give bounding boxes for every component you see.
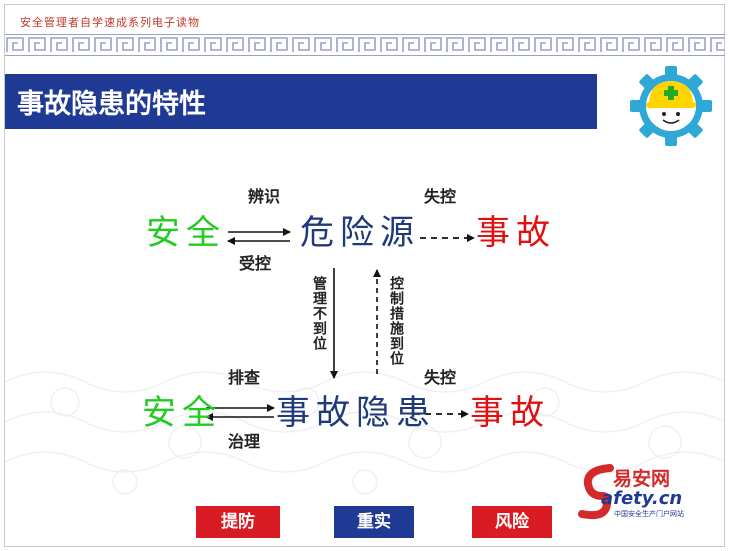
bottom-lose-control-label: 失控 [424, 368, 457, 387]
bottom-safe-label: 安全 [142, 393, 222, 433]
controlled-label: 受控 [239, 254, 272, 273]
bottom-accident-label: 事故 [470, 393, 550, 433]
emphasize-button[interactable]: 重实 [334, 506, 414, 538]
brand-name-cn: 易安网 [613, 468, 671, 490]
brand-s-logo-icon [578, 464, 614, 520]
brand-tagline: 中国安全生产门户网站 [614, 510, 684, 518]
title-bar: 事故隐患的特性 [5, 74, 597, 129]
top-hazard-source-label: 危险源 [300, 213, 420, 253]
risk-button[interactable]: 风险 [472, 506, 552, 538]
top-accident-label: 事故 [476, 213, 556, 253]
identify-label: 辨识 [248, 187, 281, 206]
brand-name-en: afety.cn [601, 488, 683, 509]
fret-border-decoration [5, 34, 725, 56]
top-safe-label: 安全 [146, 213, 226, 253]
govern-label: 治理 [228, 432, 261, 451]
safety-helmet-gear-logo [630, 66, 712, 146]
prevent-button[interactable]: 提防 [196, 506, 280, 538]
measures-in-place-label: 控制措施到位 [388, 276, 404, 366]
accident-hazard-label: 事故隐患 [276, 393, 436, 433]
top-lose-control-label: 失控 [424, 187, 457, 206]
background-floral-pattern [5, 371, 725, 495]
header-subtitle: 安全管理者自学速成系列电子读物 [20, 16, 200, 29]
slide-frame [4, 4, 725, 547]
slide-title: 事故隐患的特性 [17, 89, 206, 120]
management-failure-label: 管理不到位 [311, 276, 327, 351]
investigate-label: 排查 [228, 368, 261, 387]
